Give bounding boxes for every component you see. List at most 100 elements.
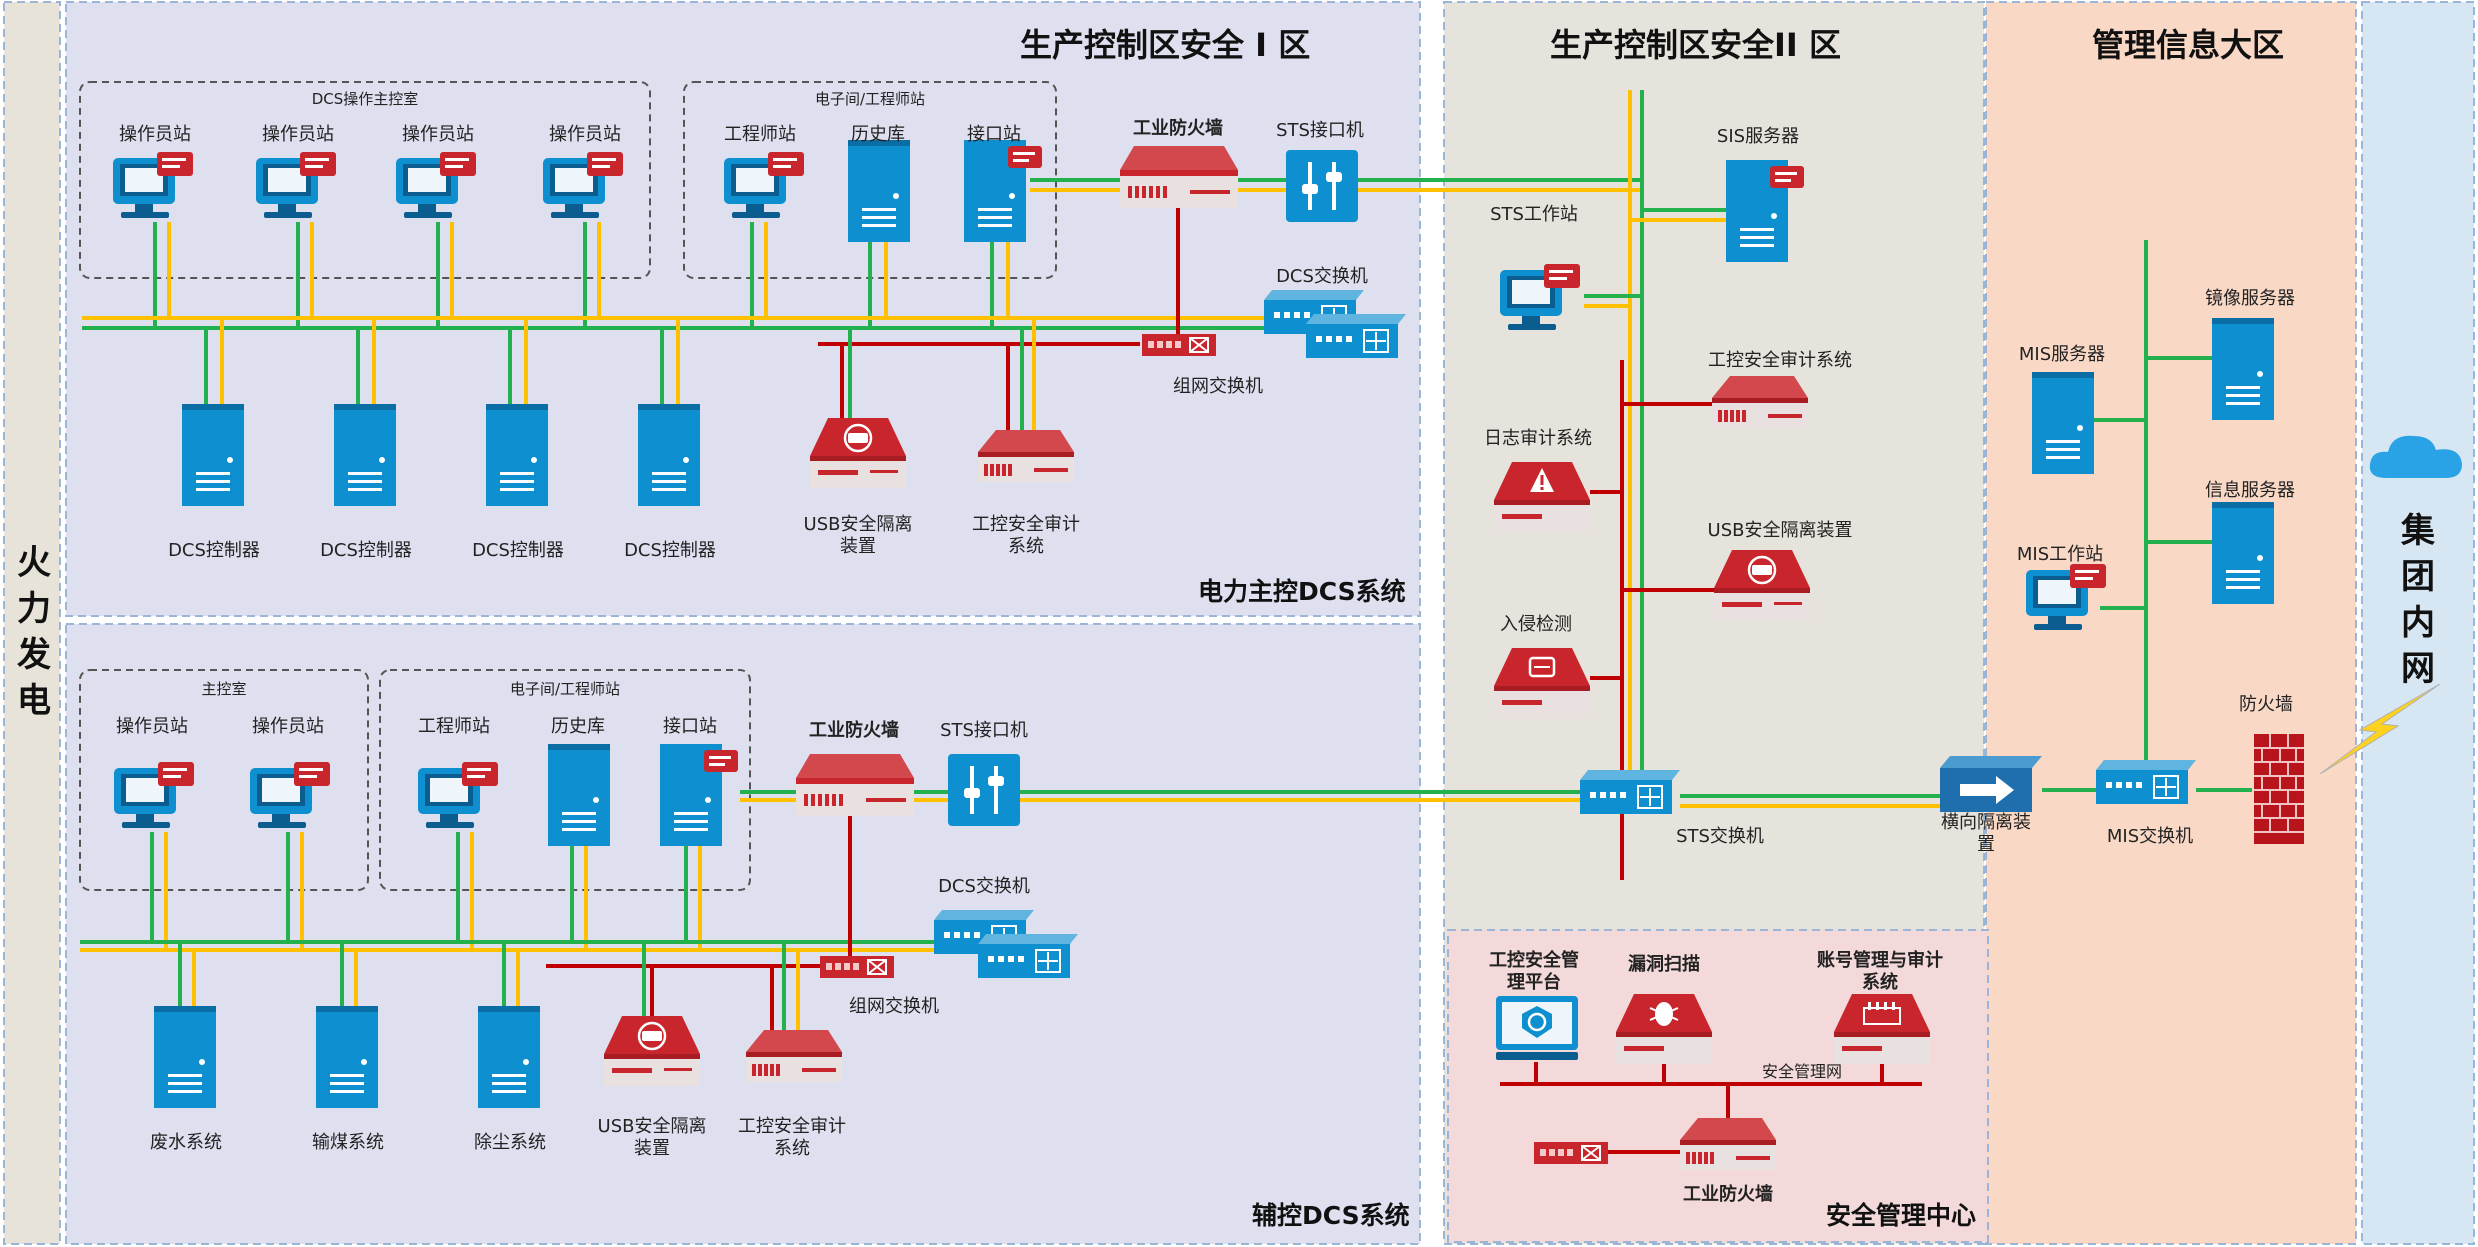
operator-station-icon[interactable] xyxy=(390,152,480,222)
dcs-controller-icon[interactable] xyxy=(334,404,396,506)
mis-workstation-icon[interactable] xyxy=(2020,564,2110,634)
history-server-icon[interactable] xyxy=(848,140,910,242)
dcs-switch-icon[interactable] xyxy=(1306,314,1406,358)
zone-control2-title: 生产控制区安全II 区 xyxy=(1550,26,1841,64)
dcs-controller-icon[interactable] xyxy=(182,404,244,506)
aux-history-icon[interactable] xyxy=(548,744,610,846)
operator-station-label: 操作员站 xyxy=(262,124,334,145)
usb-isolation-icon[interactable] xyxy=(810,418,906,488)
dcs-controller-label: DCS控制器 xyxy=(168,540,260,561)
aux-usb-isolation-icon[interactable] xyxy=(604,1016,700,1086)
operator-station-icon[interactable] xyxy=(107,152,197,222)
aux-net-switch-icon[interactable] xyxy=(820,956,894,978)
aux-system-server-icon[interactable] xyxy=(316,1006,378,1108)
aux-system-server-icon[interactable] xyxy=(478,1006,540,1108)
audit-system-label: 工控安全审计系统 xyxy=(972,514,1080,557)
aux-history-label: 历史库 xyxy=(551,716,605,737)
aux-dcs-switch-label: DCS交换机 xyxy=(938,876,1030,897)
aux-audit-label: 工控安全审计系统 xyxy=(738,1116,846,1159)
aux-system-label: 废水系统 xyxy=(150,1132,222,1153)
account-mgmt-icon[interactable] xyxy=(1834,994,1930,1064)
aux-firewall-label: 工业防火墙 xyxy=(809,720,899,741)
aux-operator-station-icon[interactable] xyxy=(244,762,334,832)
zone2-audit-icon[interactable] xyxy=(1712,376,1808,428)
aux-interface-icon[interactable] xyxy=(660,744,740,846)
zone2-usb-label: USB安全隔离装置 xyxy=(1707,520,1853,541)
sts-workstation-label: STS工作站 xyxy=(1490,204,1578,225)
aux-system-label: 除尘系统 xyxy=(474,1132,546,1153)
sts-workstation-icon[interactable] xyxy=(1494,264,1584,334)
security-firewall-icon[interactable] xyxy=(1680,1118,1776,1170)
engineer-station-icon[interactable] xyxy=(718,152,808,222)
zone-left-label: 火力发电 xyxy=(17,543,51,721)
operator-station-icon[interactable] xyxy=(250,152,340,222)
aux-operator-label: 操作员站 xyxy=(116,716,188,737)
aux-operator-station-icon[interactable] xyxy=(108,762,198,832)
isolation-device-icon[interactable] xyxy=(1940,756,2042,812)
aux-operator-label: 操作员站 xyxy=(252,716,324,737)
sis-server-icon[interactable] xyxy=(1726,160,1806,262)
security-net-switch-icon[interactable] xyxy=(1534,1142,1608,1164)
aux-usb-label: USB安全隔离装置 xyxy=(597,1116,707,1159)
security-platform-icon[interactable] xyxy=(1494,994,1580,1062)
sts-switch-icon[interactable] xyxy=(1580,770,1680,814)
mis-switch-label: MIS交换机 xyxy=(2106,826,2194,847)
zone2-audit-label: 工控安全审计系统 xyxy=(1708,350,1852,371)
aux-system-server-icon[interactable] xyxy=(154,1006,216,1108)
aux-engineer-station-icon[interactable] xyxy=(412,762,502,832)
engineer-station-label: 工程师站 xyxy=(724,124,796,145)
aux-sts-interface-label: STS接口机 xyxy=(940,720,1028,741)
mis-server-label: MIS服务器 xyxy=(2018,344,2106,365)
net-switch-icon[interactable] xyxy=(1142,334,1216,356)
lightning-icon[interactable] xyxy=(2320,684,2440,774)
dcs-controller-label: DCS控制器 xyxy=(320,540,412,561)
dcs-controller-icon[interactable] xyxy=(486,404,548,506)
operator-station-icon[interactable] xyxy=(537,152,627,222)
log-audit-label: 日志审计系统 xyxy=(1484,428,1592,449)
security-network-label: 安全管理网 xyxy=(1761,1062,1843,1081)
interface-server-icon[interactable] xyxy=(964,140,1044,242)
account-mgmt-label: 账号管理与审计系统 xyxy=(1817,950,1943,993)
dcs-controller-label: DCS控制器 xyxy=(472,540,564,561)
dcs-controller-label: DCS控制器 xyxy=(624,540,716,561)
log-audit-icon[interactable] xyxy=(1494,462,1590,532)
sis-server-label: SIS服务器 xyxy=(1716,126,1800,147)
dcs-controller-icon[interactable] xyxy=(638,404,700,506)
aux-sts-interface-icon[interactable] xyxy=(948,754,1020,826)
sts-interface-icon[interactable] xyxy=(1286,150,1358,222)
audit-system-icon[interactable] xyxy=(978,430,1074,482)
operator-station-label: 操作员站 xyxy=(549,124,621,145)
zone-control1-title: 生产控制区安全 I 区 xyxy=(1020,26,1311,64)
mis-switch-icon[interactable] xyxy=(2096,760,2196,804)
aux-firewall-icon[interactable] xyxy=(796,754,914,816)
aux-system-label: 输煤系统 xyxy=(312,1132,384,1153)
brick-firewall-icon[interactable] xyxy=(2254,734,2304,844)
security-center-title: 安全管理中心 xyxy=(1826,1201,1977,1230)
aux-net-switch-label: 组网交换机 xyxy=(849,996,939,1017)
vuln-scan-icon[interactable] xyxy=(1616,994,1712,1064)
operator-station-label: 操作员站 xyxy=(119,124,191,145)
history-label: 历史库 xyxy=(851,124,905,145)
aux-eng-room-label: 电子间/工程师站 xyxy=(509,680,621,698)
main-dcs-title: 电力主控DCS系统 xyxy=(1198,577,1406,606)
zone2-usb-icon[interactable] xyxy=(1714,550,1810,620)
info-server-icon[interactable] xyxy=(2212,502,2274,604)
industrial-firewall-icon[interactable] xyxy=(1120,146,1238,208)
intrusion-detection-icon[interactable] xyxy=(1494,648,1590,718)
interface-label: 接口站 xyxy=(967,124,1021,145)
info-server-label: 信息服务器 xyxy=(2205,480,2295,501)
mirror-server-icon[interactable] xyxy=(2212,318,2274,420)
mis-workstation-label: MIS工作站 xyxy=(2016,544,2104,565)
mis-server-icon[interactable] xyxy=(2032,372,2094,474)
eng-room-label: 电子间/工程师站 xyxy=(814,90,926,108)
dcs-switch-label: DCS交换机 xyxy=(1276,266,1368,287)
zone-group-label: 集团内网 xyxy=(2401,511,2435,689)
aux-audit-icon[interactable] xyxy=(746,1030,842,1082)
operator-room-label: DCS操作主控室 xyxy=(311,90,419,108)
aux-dcs-switch-icon[interactable] xyxy=(978,934,1078,978)
firewall-label: 工业防火墙 xyxy=(1133,118,1223,139)
security-platform-label: 工控安全管理平台 xyxy=(1489,950,1579,993)
usb-isolation-label: USB安全隔离装置 xyxy=(803,514,913,557)
cloud-icon[interactable] xyxy=(2366,428,2466,484)
aux-interface-label: 接口站 xyxy=(663,716,717,737)
